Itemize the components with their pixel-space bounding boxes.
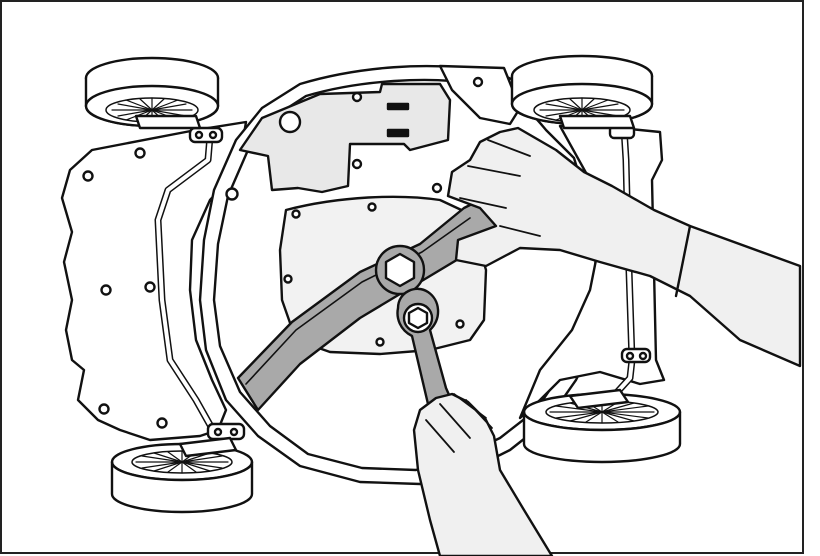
wheel-bottom-left: [112, 438, 252, 512]
wheel-bottom-right: [524, 390, 680, 462]
slot-lower: [388, 130, 408, 136]
spanner-ring-hex: [404, 304, 432, 332]
wheel-top-left: [86, 58, 218, 128]
slot-upper: [388, 104, 408, 109]
blade-hex-nut: [376, 246, 424, 294]
deck-hole-large: [280, 112, 300, 132]
wheel-top-right: [512, 56, 652, 128]
